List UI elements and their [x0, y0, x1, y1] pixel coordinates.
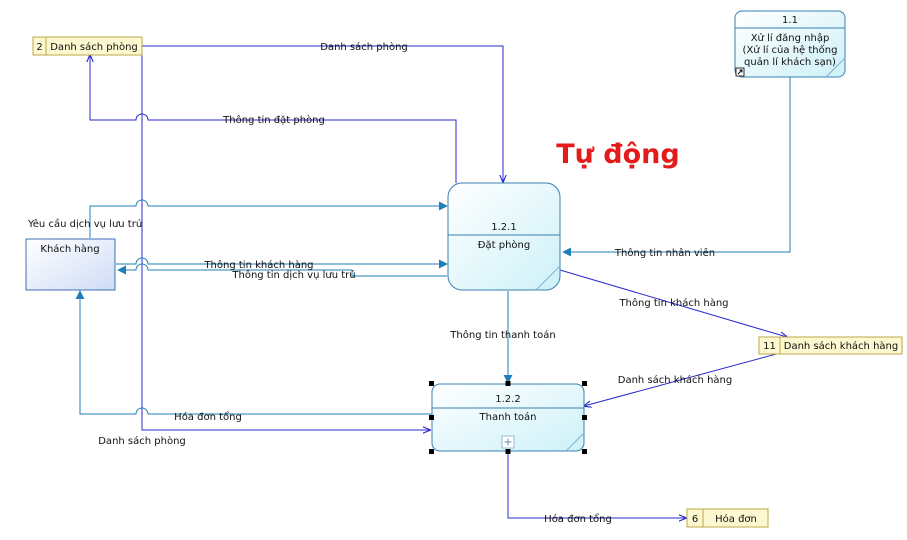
- process-1-2-2-id: 1.2.2: [495, 394, 520, 405]
- flow-hoa-don-tong-kh[interactable]: [75, 290, 432, 415]
- label-hoa-don-tong-store: Hóa đơn tổng: [544, 512, 612, 525]
- flow-yeu-cau-dich-vu[interactable]: [89, 199, 448, 238]
- flow-thong-tin-khach-hang-in[interactable]: [116, 257, 448, 269]
- label-thong-tin-nhan-vien: Thông tin nhân viên: [614, 247, 715, 259]
- label-thong-tin-khach-hang-in: Thông tin khách hàng: [203, 259, 313, 271]
- entity-khach-hang[interactable]: Khách hàng: [25, 238, 116, 291]
- process-dat-phong[interactable]: 1.2.1 Đặt phòng: [447, 182, 561, 291]
- store-11-name: Danh sách khách hàng: [784, 340, 898, 352]
- annotation-tu-dong: Tự động: [556, 139, 679, 170]
- process-1-1-line-3: quản lí khách sạn): [744, 56, 836, 68]
- process-1-2-1-name: Đặt phòng: [478, 239, 530, 251]
- process-thanh-toan[interactable]: 1.2.2 Thanh toán: [429, 381, 587, 454]
- flow-thong-tin-nhan-vien[interactable]: [562, 77, 791, 257]
- selection-handles[interactable]: [429, 381, 587, 454]
- process-1-1-id: 1.1: [782, 15, 798, 26]
- store-danh-sach-khach-hang[interactable]: 11 Danh sách khách hàng: [758, 336, 903, 355]
- flow-thong-tin-dich-vu[interactable]: [117, 263, 447, 277]
- label-danh-sach-khach-hang: Danh sách khách hàng: [618, 374, 732, 386]
- store-hoa-don[interactable]: 6 Hóa đơn: [686, 508, 769, 528]
- expand-plus-icon[interactable]: [501, 435, 515, 449]
- shortcut-icon[interactable]: [735, 67, 745, 77]
- store-danh-sach-phong[interactable]: 2 Danh sách phòng: [32, 36, 143, 56]
- process-1-2-1-id: 1.2.1: [491, 222, 516, 233]
- process-1-2-2-name: Thanh toán: [479, 411, 537, 423]
- store-6-number: 6: [692, 514, 698, 525]
- label-danh-sach-phong-bottom: Danh sách phòng: [98, 435, 186, 447]
- flow-danh-sach-phong-bottom[interactable]: [141, 55, 430, 430]
- label-thong-tin-thanh-toan: Thông tin thanh toán: [449, 329, 555, 341]
- store-2-number: 2: [36, 42, 42, 53]
- label-yeu-cau-dich-vu: Yêu cầu dịch vụ lưu trú: [27, 218, 142, 230]
- store-11-number: 11: [763, 341, 776, 352]
- store-6-name: Hóa đơn: [715, 513, 757, 525]
- label-thong-tin-dich-vu: Thông tin dịch vụ lưu trú: [231, 269, 355, 281]
- process-1-1-line-1: Xử lí đăng nhập: [751, 32, 830, 44]
- process-xu-li-dang-nhap[interactable]: 1.1 Xử lí đăng nhập (Xử lí của hệ thống …: [734, 10, 846, 78]
- flow-thong-tin-khach-hang-store[interactable]: [559, 269, 787, 337]
- flow-danh-sach-khach-hang[interactable]: [584, 352, 781, 406]
- label-thong-tin-khach-hang-store: Thông tin khách hàng: [618, 297, 728, 309]
- label-thong-tin-dat-phong: Thông tin đặt phòng: [222, 114, 325, 126]
- label-hoa-don-tong-kh: Hóa đơn tổng: [174, 410, 242, 423]
- store-2-name: Danh sách phòng: [50, 41, 138, 53]
- flow-danh-sach-phong-top[interactable]: [142, 45, 503, 182]
- label-danh-sach-phong-top: Danh sách phòng: [320, 41, 408, 53]
- process-1-1-line-2: (Xử lí của hệ thống: [743, 44, 838, 56]
- entity-name: Khách hàng: [40, 243, 99, 255]
- flow-hoa-don-tong-store[interactable]: [507, 452, 686, 518]
